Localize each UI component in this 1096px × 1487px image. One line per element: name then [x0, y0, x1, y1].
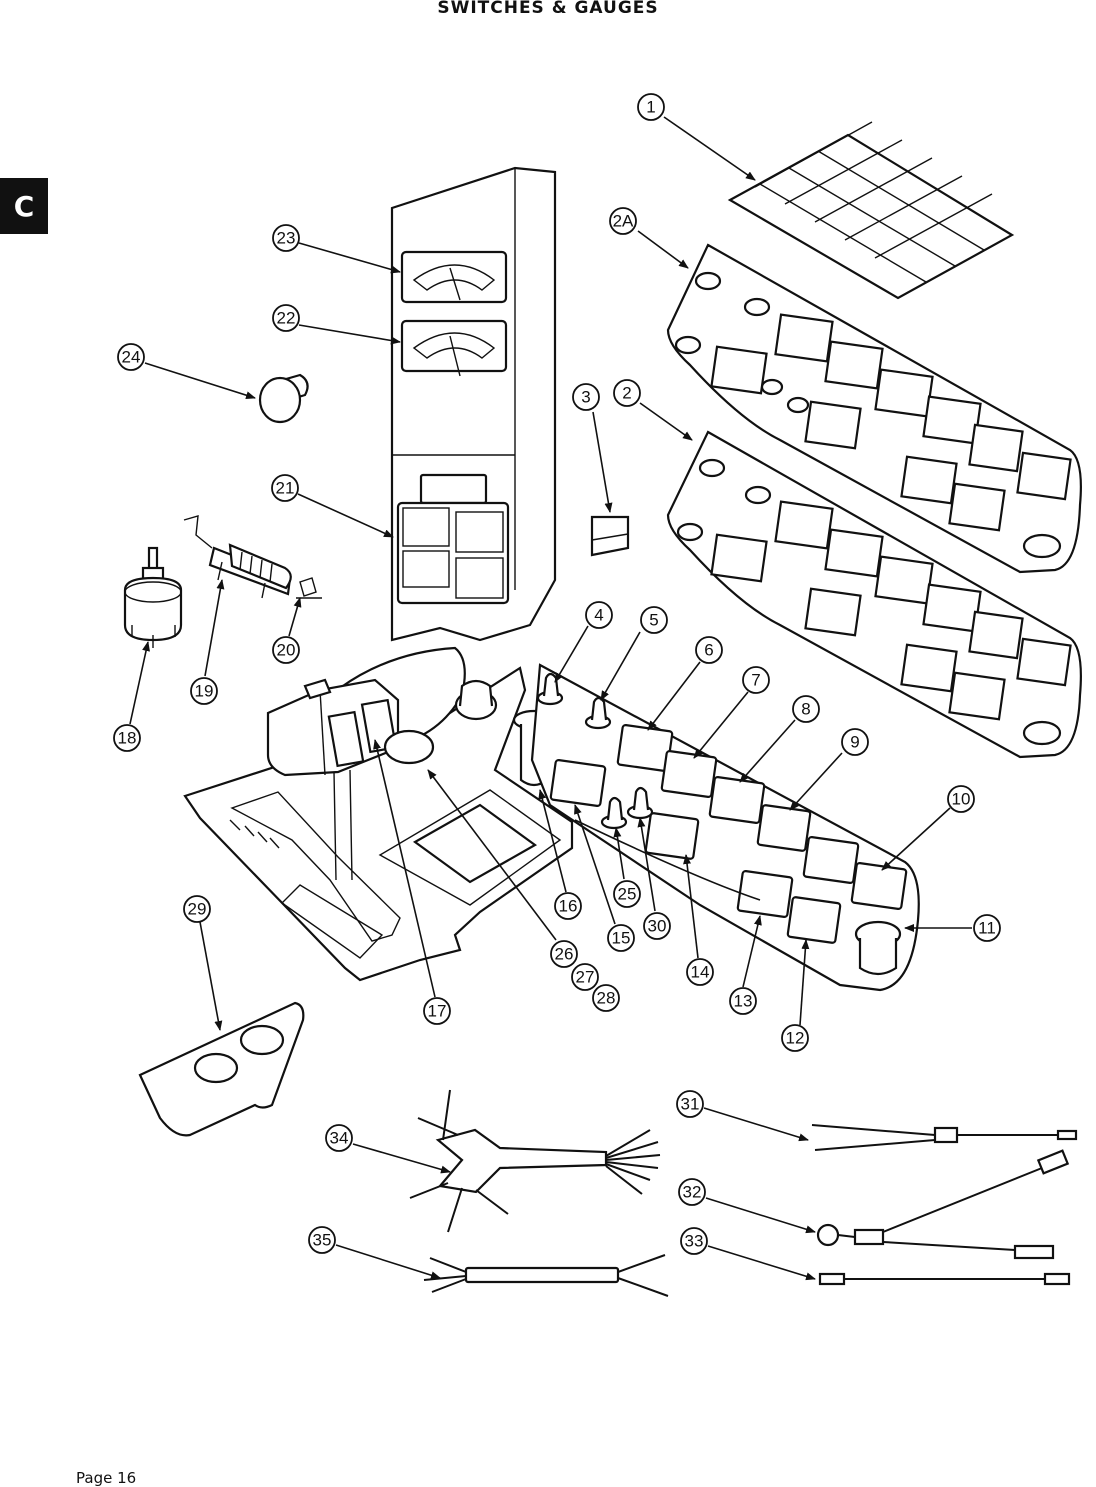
callout-26: 26: [550, 940, 578, 968]
svg-text:34: 34: [330, 1129, 349, 1148]
svg-text:8: 8: [801, 700, 810, 719]
callout-22: 22: [272, 304, 300, 332]
svg-text:13: 13: [734, 992, 753, 1011]
svg-text:3: 3: [581, 388, 590, 407]
callout-14: 14: [686, 958, 714, 986]
callout-31: 31: [676, 1090, 704, 1118]
callout-30: 30: [643, 912, 671, 940]
svg-text:1: 1: [646, 98, 655, 117]
svg-text:31: 31: [681, 1095, 700, 1114]
callout-1: 1: [637, 93, 665, 121]
svg-text:28: 28: [597, 989, 616, 1008]
console-base-part: [183, 666, 574, 982]
page-title: SWITCHES & GAUGES: [437, 0, 659, 18]
knob-part: [258, 373, 309, 424]
svg-text:24: 24: [122, 348, 141, 367]
svg-text:33: 33: [685, 1232, 704, 1251]
svg-text:16: 16: [559, 897, 578, 916]
callout-33: 33: [680, 1227, 708, 1255]
svg-text:7: 7: [751, 671, 760, 690]
svg-text:12: 12: [786, 1029, 805, 1048]
switch-plate-part: [530, 663, 920, 992]
leader-lines: [129, 116, 972, 1281]
callout-15: 15: [607, 924, 635, 952]
svg-text:9: 9: [850, 733, 859, 752]
svg-text:14: 14: [691, 963, 710, 982]
switch-panel-2-part: [666, 430, 1082, 759]
svg-text:11: 11: [978, 919, 996, 938]
callout-5: 5: [640, 606, 668, 634]
switch-block-part: [590, 515, 630, 557]
lever-assembly-part: [266, 646, 498, 881]
svg-text:30: 30: [648, 917, 667, 936]
svg-text:27: 27: [576, 968, 595, 987]
callout-12: 12: [781, 1024, 809, 1052]
svg-text:17: 17: [428, 1002, 447, 1021]
callout-20: 20: [272, 636, 300, 664]
wire-harness-31-part: [811, 1124, 1078, 1151]
callout-6: 6: [695, 636, 723, 664]
svg-text:32: 32: [683, 1183, 702, 1202]
svg-text:18: 18: [118, 729, 137, 748]
callout-10: 10: [947, 785, 975, 813]
svg-text:23: 23: [277, 229, 296, 248]
svg-text:6: 6: [704, 641, 713, 660]
svg-text:35: 35: [313, 1231, 332, 1250]
wire-harness-35-part: [423, 1254, 669, 1297]
callout-3: 3: [572, 383, 600, 411]
callout-8: 8: [792, 695, 820, 723]
callout-35: 35: [308, 1226, 336, 1254]
svg-text:22: 22: [277, 309, 296, 328]
callout-13: 13: [729, 987, 757, 1015]
svg-text:29: 29: [188, 900, 207, 919]
clip-part: [296, 577, 322, 599]
rotary-switch-part: [123, 546, 183, 648]
callout-2a: 2A: [609, 207, 637, 235]
callout-7: 7: [742, 666, 770, 694]
callout-4: 4: [585, 601, 613, 629]
svg-text:5: 5: [649, 611, 658, 630]
svg-text:15: 15: [612, 929, 631, 948]
callout-23: 23: [272, 224, 300, 252]
callout-32: 32: [678, 1178, 706, 1206]
callout-25: 25: [613, 880, 641, 908]
section-tab: C: [0, 178, 48, 234]
jumper-wire-33-part: [818, 1272, 1071, 1286]
overlay-sheet-part: [727, 121, 1015, 300]
svg-text:19: 19: [195, 682, 214, 701]
svg-text:25: 25: [618, 885, 637, 904]
page-footer: Page 16: [76, 1469, 137, 1487]
svg-text:21: 21: [276, 479, 295, 498]
switch-panel-2a-part: [666, 243, 1082, 574]
callout-17: 17: [423, 997, 451, 1025]
callout-19: 19: [190, 677, 218, 705]
svg-text:2: 2: [622, 384, 631, 403]
svg-text:2A: 2A: [613, 212, 634, 231]
rocker-switches: [549, 724, 908, 944]
toggle-switches: [536, 672, 654, 830]
wire-harness-32-part: [816, 1149, 1070, 1260]
wire-harness-34-part: [409, 1089, 661, 1233]
callout-28: 28: [592, 984, 620, 1012]
callout-27: 27: [571, 963, 599, 991]
svg-text:4: 4: [594, 606, 603, 625]
bracket-plate-part: [138, 1001, 305, 1137]
callout-24: 24: [117, 343, 145, 371]
callout-21: 21: [271, 474, 299, 502]
callout-16: 16: [554, 892, 582, 920]
svg-text:20: 20: [277, 641, 296, 660]
callout-2: 2: [613, 379, 641, 407]
callout-29: 29: [183, 895, 211, 923]
gauge-tower-part: [390, 166, 557, 642]
push-button-part: [854, 920, 902, 976]
callout-9: 9: [841, 728, 869, 756]
svg-text:26: 26: [555, 945, 574, 964]
callout-18: 18: [113, 724, 141, 752]
svg-text:10: 10: [952, 790, 971, 809]
rheostat-part: [183, 515, 292, 599]
callout-34: 34: [325, 1124, 353, 1152]
callout-11: 11: [973, 914, 1001, 942]
